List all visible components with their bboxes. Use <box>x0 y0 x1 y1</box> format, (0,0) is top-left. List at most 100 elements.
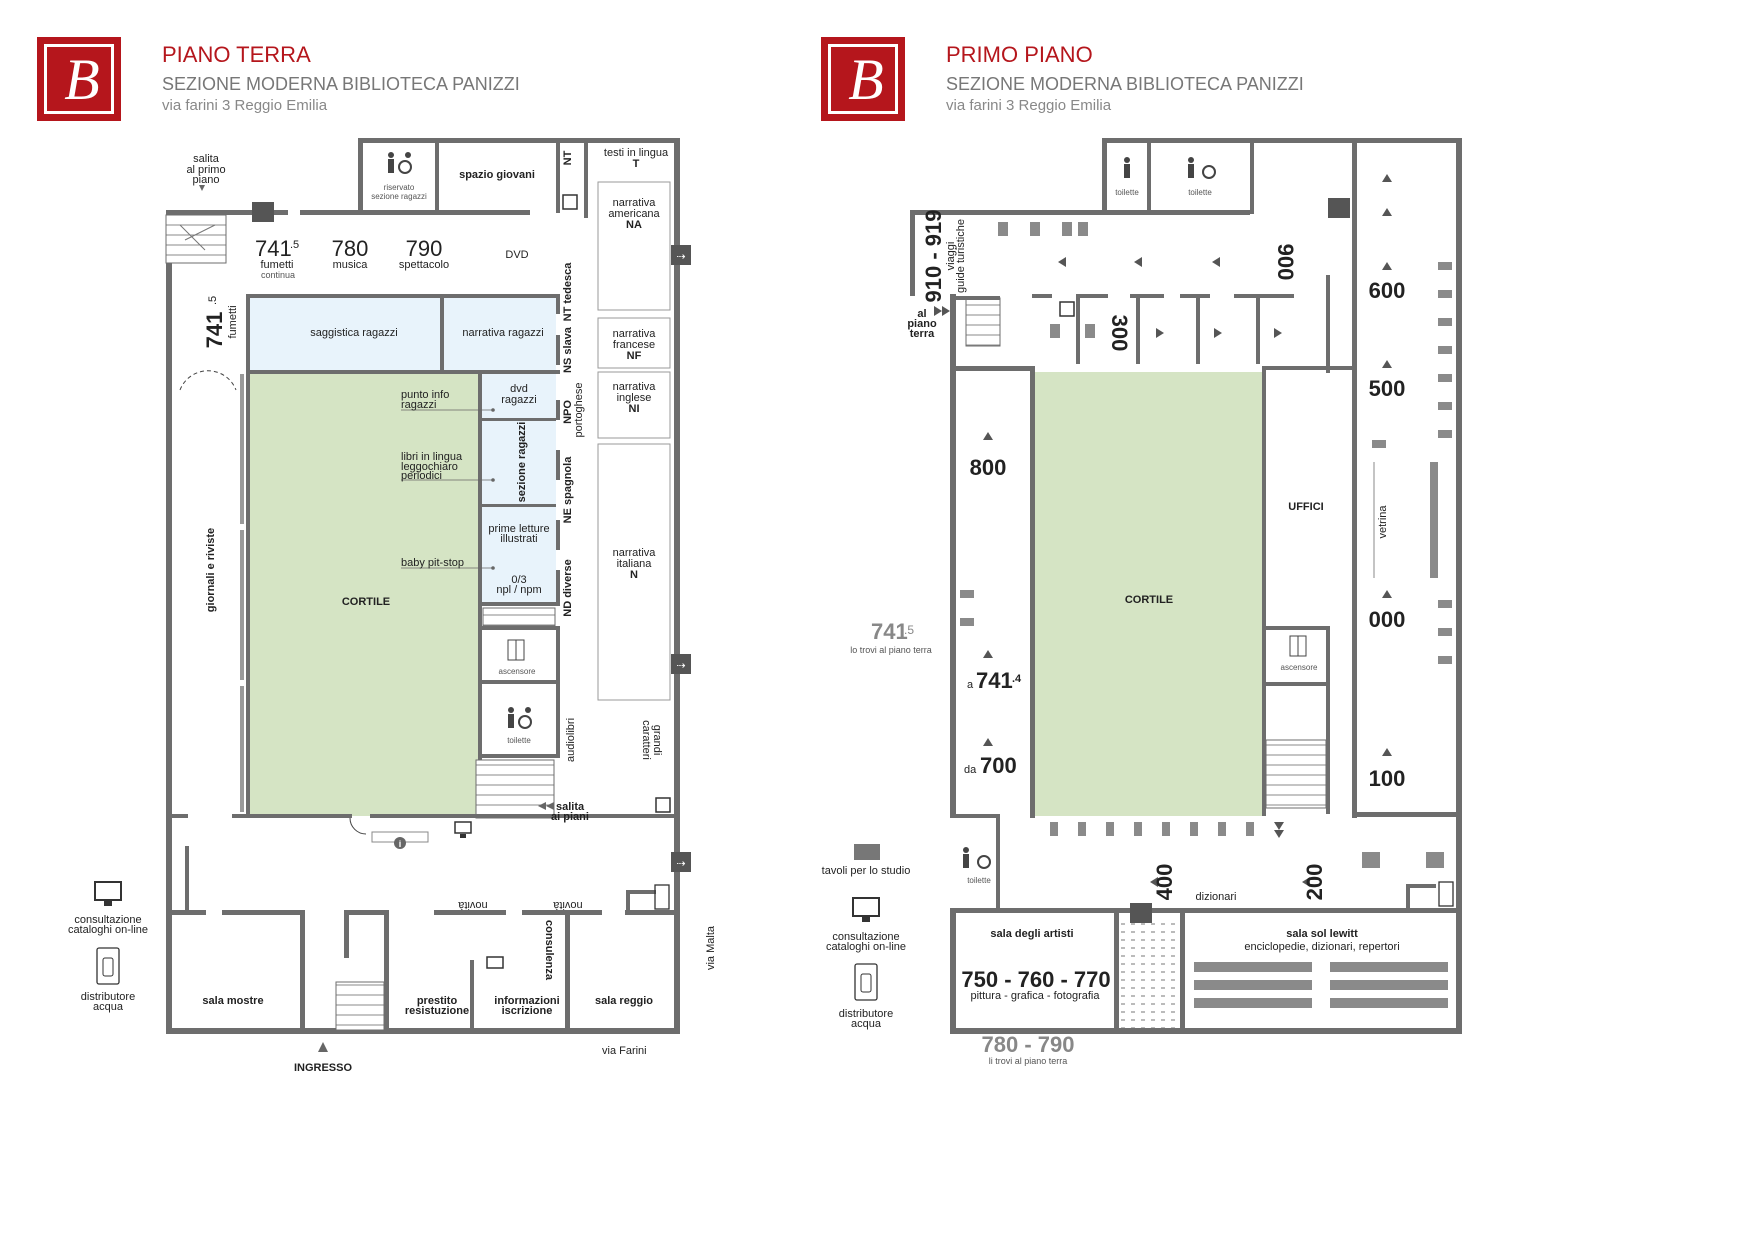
courtyard <box>250 372 478 816</box>
label-testi: T <box>633 158 640 170</box>
right-title: PRIMO PIANO <box>946 42 1093 67</box>
label-dvd: DVD <box>505 249 528 261</box>
label-sezione-ragazzi: sezione ragazzi <box>516 422 528 503</box>
label-dvd-ragazzi: ragazzi <box>501 394 536 406</box>
label-dizionari: dizionari <box>1196 891 1237 903</box>
label-trovi: lo trovi al piano terra <box>850 645 932 655</box>
label-narr-ita: narrativa <box>613 547 657 559</box>
label-200: 200 <box>1302 864 1327 901</box>
label-ascensore: ascensore <box>499 667 536 676</box>
computer-icon <box>486 956 504 969</box>
label-741-vertical: 741 <box>202 312 227 349</box>
label-trovi2: li trovi al piano terra <box>989 1056 1068 1066</box>
label-prestito: prestito <box>417 995 458 1007</box>
label-punto-info: ragazzi <box>401 399 436 411</box>
label-iscrizione: iscrizione <box>502 1005 553 1017</box>
label-illustrati: illustrati <box>500 533 537 545</box>
right-subtitle: SEZIONE MODERNA BIBLIOTECA PANIZZI <box>946 74 1304 94</box>
left-address: via farini 3 Reggio Emilia <box>162 97 328 114</box>
label-toilette: toilette <box>1188 188 1212 197</box>
label-790: 790 <box>406 236 443 261</box>
computer-icon <box>1059 301 1075 317</box>
toilet-icon <box>388 152 412 174</box>
logo-right: B <box>821 37 905 121</box>
label-700: 700 <box>980 753 1017 778</box>
label-100: 100 <box>1369 766 1406 791</box>
study-table-icon <box>854 844 880 860</box>
label-741: 741 <box>255 236 292 261</box>
label-narr-ragazzi: narrativa ragazzi <box>462 327 543 339</box>
label-dvd-ragazzi: dvd <box>510 383 528 395</box>
label-ascensore: ascensore <box>1281 663 1318 672</box>
arrow-icon <box>318 1042 328 1052</box>
legend-distributore: distributore <box>81 991 135 1003</box>
label-780: 780 <box>332 236 369 261</box>
label-guide: guide turistiche <box>955 219 967 293</box>
label-caratteri: caratteri <box>640 720 652 760</box>
left-subtitle: SEZIONE MODERNA BIBLIOTECA PANIZZI <box>162 74 520 94</box>
label-via-malta: via Malta <box>705 925 717 970</box>
legend-distributore: distributore <box>839 1008 893 1020</box>
label-libri-lingua: libri in lingua <box>401 451 463 463</box>
label-audiolibri: audiolibri <box>565 718 577 762</box>
label-toilette: toilette <box>507 736 531 745</box>
right-address: via farini 3 Reggio Emilia <box>946 97 1112 114</box>
svg-text:⇢: ⇢ <box>676 251 685 263</box>
emergency-exit-icon: ⇢ <box>671 852 691 872</box>
label-novita: novità <box>552 899 582 911</box>
legend-consultazione: cataloghi on-line <box>68 924 148 936</box>
ground-floor-plan: i ⇢ ⇢ ⇢ <box>165 138 717 1074</box>
computer-icon <box>655 797 671 813</box>
label-narr-fran: francese <box>613 339 655 351</box>
left-title: PIANO TERRA <box>162 42 311 67</box>
label-salita: salita <box>193 153 220 165</box>
label-narr-fran: narrativa <box>613 328 657 340</box>
label-a741: 741 <box>976 668 1013 693</box>
label-fumetti-vertical: fumetti <box>227 305 239 338</box>
label-enciclopedie: enciclopedie, dizionari, repertori <box>1244 941 1399 953</box>
label-ns-slava: NS slava <box>562 326 574 373</box>
label-400: 400 <box>1152 864 1177 901</box>
emergency-exit-icon: ⇢ <box>671 245 691 265</box>
label-780-ref: 780 - 790 <box>982 1032 1075 1057</box>
label-300: 300 <box>1107 315 1132 352</box>
label-fumetti: fumetti <box>260 259 293 271</box>
computer-icon <box>852 897 880 922</box>
label-toilette: toilette <box>1115 188 1139 197</box>
water-dispenser-icon <box>654 884 670 910</box>
water-dispenser-icon <box>1438 881 1454 907</box>
legend-right: tavoli per lo studio consultazione catal… <box>822 844 910 1030</box>
label-spettacolo: spettacolo <box>399 259 449 271</box>
label-baby: baby pit-stop <box>401 557 464 569</box>
emergency-exit-icon <box>252 202 274 222</box>
emergency-exit-icon <box>1130 903 1152 923</box>
label-narr-amer: NA <box>626 219 642 231</box>
label-riservato: sezione ragazzi <box>371 192 427 201</box>
toilet-icon <box>1124 157 1130 178</box>
label-punto-info: punto info <box>401 389 449 401</box>
label-portoghese: portoghese <box>573 382 585 437</box>
label-toilette: toilette <box>967 876 991 885</box>
elevator-icon <box>507 639 525 661</box>
label-a: a <box>967 679 974 691</box>
label-741-ref-sup: .5 <box>904 623 914 637</box>
toilet-icon <box>508 707 532 729</box>
label-narr-ita: N <box>630 569 638 581</box>
courtyard <box>1034 372 1262 816</box>
label-750: 750 - 760 - 770 <box>961 967 1110 992</box>
kids-area-top <box>250 298 556 370</box>
label-salita: al primo <box>186 164 225 176</box>
label-800: 800 <box>970 455 1007 480</box>
legend-consultazione: cataloghi on-line <box>826 941 906 953</box>
label-vetrina: vetrina <box>1377 505 1389 539</box>
water-dispenser-icon <box>854 963 878 1001</box>
label-al-piano: terra <box>910 328 935 340</box>
label-741-sup: .5 <box>290 239 299 251</box>
label-500: 500 <box>1369 376 1406 401</box>
first-floor-plan: toilette toilette 910 - 919 viaggi guide… <box>850 138 1462 1066</box>
logo-letter: B <box>828 44 898 114</box>
label-saggistica: saggistica ragazzi <box>310 327 397 339</box>
label-da: da <box>964 764 977 776</box>
label-continua: continua <box>261 270 295 280</box>
svg-text:⇢: ⇢ <box>676 660 685 672</box>
